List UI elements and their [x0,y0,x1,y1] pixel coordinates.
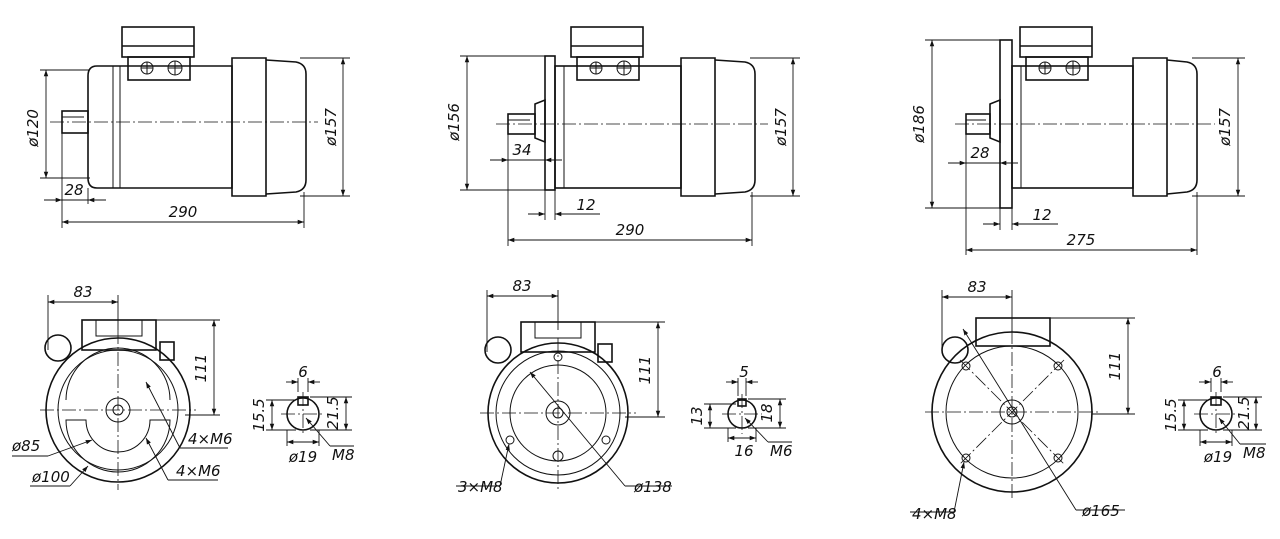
v3-len-total: 275 [1067,231,1096,249]
v3-thread: M8 [1243,444,1266,462]
v1-h1: 15.5 [250,398,268,431]
v1-key: 6 [298,363,308,381]
v2-thread: M6 [770,442,793,460]
v2-dia: ø138 [633,478,672,496]
variant2-shaft-section: 5 13 18 16 M6 [688,363,793,460]
v2-h2: 18 [758,403,776,422]
v2-key: 5 [739,363,749,381]
v2-dia-flange: ø156 [445,103,463,142]
v2-h1: 13 [688,406,706,425]
v2-shaft-dia: 16 [734,442,753,460]
v3-dia-flange: ø186 [910,105,928,144]
v1-front-height: 111 [192,354,210,383]
variant1-side-view: ø120 ø157 28 290 [24,26,350,228]
v1-thread: M8 [332,446,355,464]
v3-len-flange: 12 [1032,206,1051,224]
v1-bolt1: 4×M6 [188,430,233,448]
v3-key: 6 [1212,363,1222,381]
v3-h2: 21.5 [1235,396,1253,429]
v1-dia-shaft: ø120 [24,109,42,148]
v1-dia2: ø100 [31,468,70,486]
v3-shaft-dia: ø19 [1203,448,1232,466]
variant3-front-view: 83 111 4×M8 ø165 [910,278,1135,523]
v3-front-width: 83 [967,278,986,296]
v2-len-shaft: 34 [512,141,531,159]
variant1-front-view: 83 111 4×M6 4×M6 ø85 ø100 [11,283,233,490]
v3-len-shaft: 28 [970,144,989,162]
v2-front-width: 83 [512,277,531,295]
v3-dia-body: ø157 [1216,108,1234,147]
v1-shaft-dia: ø19 [288,448,317,466]
variant3-shaft-section: 6 15.5 21.5 ø19 M8 [1162,363,1266,466]
variant3-side-view: ø186 ø157 28 12 275 [910,26,1245,255]
v2-front-height: 111 [636,356,654,385]
v2-len-total: 290 [616,221,645,239]
v1-front-width: 83 [73,283,92,301]
variant2-front-view: 83 111 3×M8 ø138 [456,277,672,496]
variant1-shaft-section: 6 15.5 21.5 ø19 M8 [250,363,355,466]
v3-dia: ø165 [1081,502,1120,520]
v1-dia-body: ø157 [322,108,340,147]
v3-front-height: 111 [1106,352,1124,381]
v1-bolt2: 4×M6 [176,462,221,480]
v2-bolt: 3×M8 [458,478,503,496]
v2-dia-body: ø157 [772,108,790,147]
v2-len-flange: 12 [576,196,595,214]
v1-dia1: ø85 [11,437,40,455]
v3-h1: 15.5 [1162,398,1180,431]
variant2-side-view: ø156 ø157 34 12 290 [445,26,800,246]
v1-h2: 21.5 [324,396,342,429]
v1-len-total: 290 [169,203,198,221]
v3-bolt: 4×M8 [912,505,957,523]
v1-len-shaft: 28 [64,181,83,199]
